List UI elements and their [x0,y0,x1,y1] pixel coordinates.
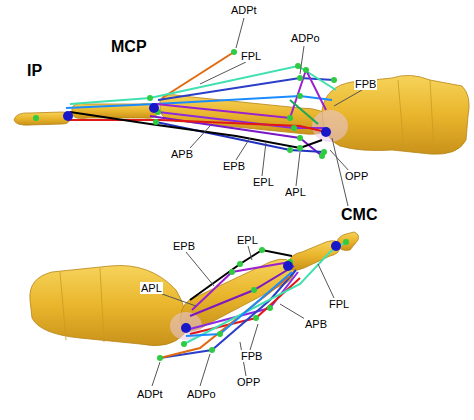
muscle-label: OPP [344,170,369,182]
muscle-label: ADPt [136,388,164,400]
joint-label: MCP [110,38,148,56]
muscle-label: FPL [328,298,350,310]
muscle-label: ADPo [290,32,321,44]
muscle-label: EPB [222,160,246,172]
muscle-label: FPB [240,350,263,362]
muscle-label: APL [284,186,307,198]
joint-label: CMC [340,206,378,224]
muscle-label: OPP [236,376,261,388]
muscle-label: APL [140,282,163,294]
muscle-label: APB [170,148,194,160]
muscle-label: ADPt [230,4,258,16]
muscle-label: FPL [240,50,262,62]
muscle-label: ADPo [186,388,217,400]
muscle-label: EPL [252,176,275,188]
muscle-label: EPL [236,234,259,246]
muscle-label: EPB [172,240,196,252]
muscle-label: FPB [354,78,377,90]
joint-label: IP [26,62,43,80]
muscle-label: APB [304,318,328,330]
